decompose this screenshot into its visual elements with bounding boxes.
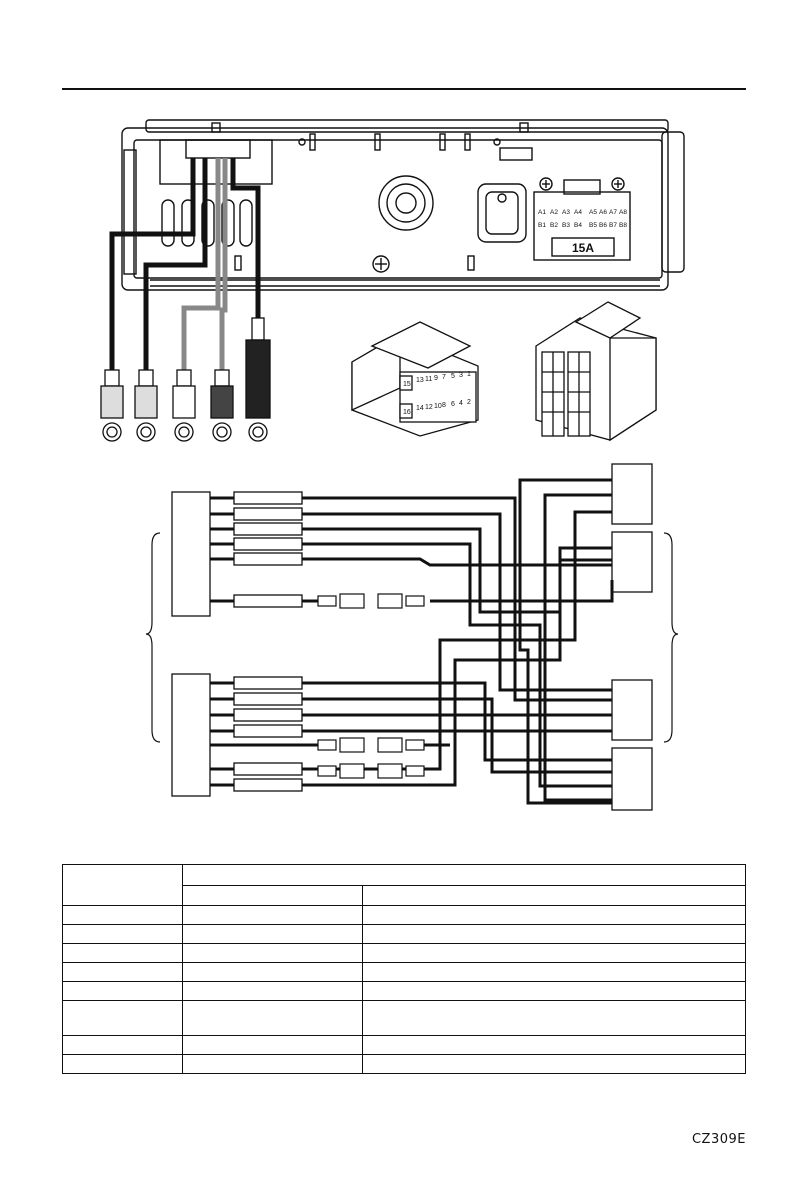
pin-label: B1	[538, 222, 546, 229]
table-cell	[182, 962, 363, 982]
pin-label: A2	[550, 209, 558, 216]
pin-label: 6	[451, 401, 455, 408]
pin-label: 12	[425, 404, 433, 411]
table-cell	[62, 864, 183, 906]
fuse-label: 15A	[572, 241, 594, 255]
table-cell	[62, 943, 183, 963]
table-row	[62, 943, 746, 963]
table-cell	[62, 1000, 183, 1036]
harness-wires	[210, 478, 614, 805]
table-cell	[182, 924, 363, 944]
model-code: CZ309E	[691, 1132, 746, 1147]
pin-label: 3	[459, 372, 463, 379]
table-row	[62, 1054, 746, 1074]
table-cell	[362, 981, 746, 1001]
bullet-connectors	[302, 593, 450, 779]
harness-left-blocks	[171, 491, 303, 797]
pin-label: A7	[609, 209, 617, 216]
table-header-row	[62, 864, 746, 906]
pin-label: A4	[574, 209, 582, 216]
table-cell	[362, 962, 746, 982]
table-row	[62, 924, 746, 944]
pin-label: 16	[403, 409, 411, 416]
pin-label: 1	[467, 371, 471, 378]
table-cell	[62, 962, 183, 982]
table-cell	[362, 924, 746, 944]
pin-label: 4	[459, 400, 463, 407]
table-cell	[62, 924, 183, 944]
top-rule	[62, 88, 746, 90]
rca-jack-icons	[102, 422, 268, 442]
sixteen-pin-plug	[351, 321, 479, 437]
table-cell	[182, 1035, 363, 1055]
pin-label: A3	[562, 209, 570, 216]
pin-label: 10	[434, 403, 442, 410]
table-cell	[182, 1000, 363, 1036]
table-row	[62, 905, 746, 925]
pin-label: A1	[538, 209, 546, 216]
table-cell	[182, 884, 363, 906]
wiring-diagram: A1 A2 A3 A4 A5 A6 A7 A8 B1 B2 B3 B4 B5 B…	[100, 119, 685, 811]
pin-label: 7	[442, 374, 446, 381]
table-cell	[362, 1035, 746, 1055]
pin-label: A6	[599, 209, 607, 216]
table-cell	[62, 1054, 183, 1074]
pin-label: A5	[589, 209, 597, 216]
pin-label: 15	[403, 381, 411, 388]
table-cell	[362, 905, 746, 925]
pin-label: B4	[574, 222, 582, 229]
head-unit-rear	[121, 119, 685, 291]
table-cell	[362, 1000, 746, 1036]
table-cell	[182, 1054, 363, 1074]
table-row	[62, 1000, 746, 1036]
table-cell	[62, 905, 183, 925]
pin-label: B2	[550, 222, 558, 229]
wiring-table	[62, 864, 746, 1074]
pin-label: B6	[599, 222, 607, 229]
rca-cables	[109, 158, 261, 370]
harness-right-blocks	[611, 463, 653, 811]
iso-b-pins: B1 B2 B3 B4 B5 B6 B7 B8	[538, 222, 627, 229]
pin-label: B7	[609, 222, 617, 229]
harness-braces	[145, 532, 679, 743]
table-cell	[182, 943, 363, 963]
table-row	[62, 1035, 746, 1055]
table-row	[62, 981, 746, 1001]
plug-pin-numbers: 15 13 11 9 7 5 3 1 16 14 12 10 8 6 4 2	[403, 371, 471, 416]
table-row	[62, 962, 746, 982]
pin-label: 9	[434, 375, 438, 382]
pin-label: 13	[416, 377, 424, 384]
table-cell	[362, 1054, 746, 1074]
pin-label: 8	[442, 402, 446, 409]
table-cell	[182, 905, 363, 925]
pin-label: 5	[451, 373, 455, 380]
pin-label: B5	[589, 222, 597, 229]
pin-label: A8	[619, 209, 627, 216]
table-cell	[62, 1035, 183, 1055]
table-cell	[362, 884, 746, 906]
pin-label: 2	[467, 399, 471, 406]
iso-plug	[535, 301, 657, 442]
table-cell	[362, 943, 746, 963]
table-cell	[62, 981, 183, 1001]
table-cell	[182, 864, 746, 886]
pin-label: B8	[619, 222, 627, 229]
rca-plugs	[100, 317, 271, 419]
table-cell	[182, 981, 363, 1001]
pin-label: 11	[425, 376, 432, 383]
pin-label: 14	[416, 405, 424, 412]
pin-label: B3	[562, 222, 570, 229]
iso-a-pins: A1 A2 A3 A4 A5 A6 A7 A8	[538, 209, 627, 216]
